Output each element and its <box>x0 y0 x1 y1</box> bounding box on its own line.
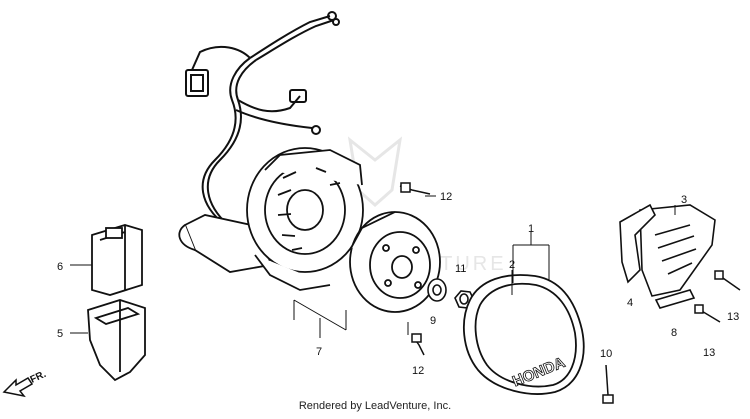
flywheel-rotor <box>349 211 441 313</box>
callout-13-upper: 13 <box>727 311 739 323</box>
callout-10: 10 <box>600 348 612 360</box>
cdi-rubber-holder <box>87 299 146 382</box>
callout-6: 6 <box>57 261 63 273</box>
guide-plate <box>619 203 656 284</box>
bolt-13-upper <box>714 270 741 291</box>
drive-sprocket-cover <box>639 204 716 297</box>
stator <box>246 147 364 291</box>
callout-1: 1 <box>528 223 534 235</box>
direction-label: FR. <box>29 369 48 386</box>
callout-3: 3 <box>681 194 687 206</box>
callout-11: 11 <box>455 263 466 275</box>
leader-lines <box>70 195 676 338</box>
callout-13-lower: 13 <box>703 347 715 359</box>
callout-4: 4 <box>627 297 633 309</box>
callout-2: 2 <box>509 259 515 271</box>
credit-text: Rendered by LeadVenture, Inc. <box>298 400 452 412</box>
wire-harness <box>185 11 340 226</box>
washer <box>427 278 447 302</box>
callout-12-lower: 12 <box>412 365 424 377</box>
callout-8: 8 <box>671 327 677 339</box>
cdi-unit <box>91 224 143 296</box>
callout-labels: 1 2 3 4 5 6 7 8 9 10 11 12 12 13 13 <box>57 191 739 377</box>
bolt-12-upper <box>399 182 431 195</box>
spacer-plate <box>654 289 696 309</box>
callout-9: 9 <box>430 315 436 327</box>
bolt-13-lower <box>694 304 721 323</box>
bolt-10 <box>602 364 614 404</box>
callout-7: 7 <box>316 346 322 358</box>
left-crankcase-cover: HONDA <box>463 274 585 395</box>
front-direction-arrow: FR. <box>2 369 48 398</box>
callout-5: 5 <box>57 328 63 340</box>
bolt-12-lower <box>411 333 425 356</box>
callout-12-upper: 12 <box>440 191 452 203</box>
